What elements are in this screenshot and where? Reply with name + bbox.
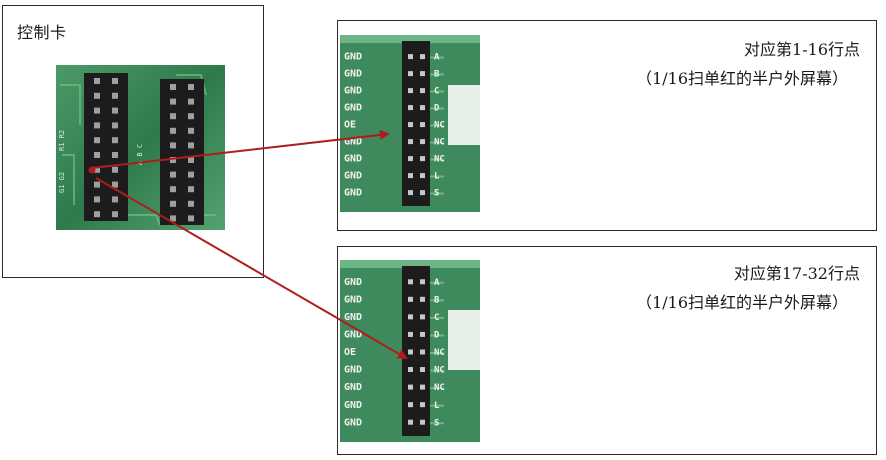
rows-1-16-caption: 对应第1-16行点 [744,40,860,59]
svg-text:B: B [434,295,440,305]
svg-text:NC: NC [434,383,445,393]
svg-text:GND: GND [344,382,362,393]
rows-1-16-subcaption: （1/16扫单红的半户外屏幕） [636,69,848,88]
svg-text:R1 R2: R1 R2 [58,130,66,151]
svg-text:S: S [434,189,439,199]
svg-text:GND: GND [344,171,362,182]
svg-text:D: D [434,331,440,341]
svg-text:C: C [434,87,439,97]
svg-text:GND: GND [344,52,362,63]
svg-text:OE: OE [344,120,356,131]
controller-card-photo: R1 R2 G1 G2 A B C [56,65,225,230]
svg-text:GND: GND [344,69,362,80]
svg-text:GND: GND [344,137,362,148]
svg-text:D: D [434,104,440,114]
svg-text:GND: GND [344,330,362,341]
svg-text:GND: GND [344,365,362,376]
svg-text:G1 G2: G1 G2 [58,172,66,193]
rows-17-32-caption: 对应第17-32行点 [733,264,860,283]
rows-17-32-connector-photo: GND A GND B GND C GND D OE NC GND NC GND NC GND L GND S [340,260,480,442]
svg-text:A: A [434,278,440,288]
svg-text:NC: NC [434,366,445,376]
svg-text:GND: GND [344,400,362,411]
svg-text:OE: OE [344,347,356,358]
svg-text:S: S [434,418,439,428]
svg-text:L: L [434,401,440,411]
svg-text:GND: GND [344,86,362,97]
svg-text:B: B [434,70,440,80]
svg-text:NC: NC [434,138,445,148]
svg-text:GND: GND [344,188,362,199]
svg-text:A B C: A B C [136,144,144,165]
svg-text:NC: NC [434,155,445,165]
svg-text:GND: GND [344,277,362,288]
rows-1-16-connector-photo: GND A GND B GND C GND D OE NC GND NC GND NC GND L GND S [340,35,480,212]
svg-text:NC: NC [434,121,445,131]
svg-text:L: L [434,172,440,182]
svg-text:NC: NC [434,348,445,358]
svg-text:GND: GND [344,294,362,305]
svg-text:GND: GND [344,154,362,165]
svg-text:C: C [434,313,439,323]
svg-text:A: A [434,53,440,63]
svg-text:GND: GND [344,103,362,114]
rows-17-32-subcaption: （1/16扫单红的半户外屏幕） [636,293,848,312]
controller-card-title: 控制卡 [17,23,67,42]
svg-text:GND: GND [344,417,362,428]
svg-text:GND: GND [344,312,362,323]
